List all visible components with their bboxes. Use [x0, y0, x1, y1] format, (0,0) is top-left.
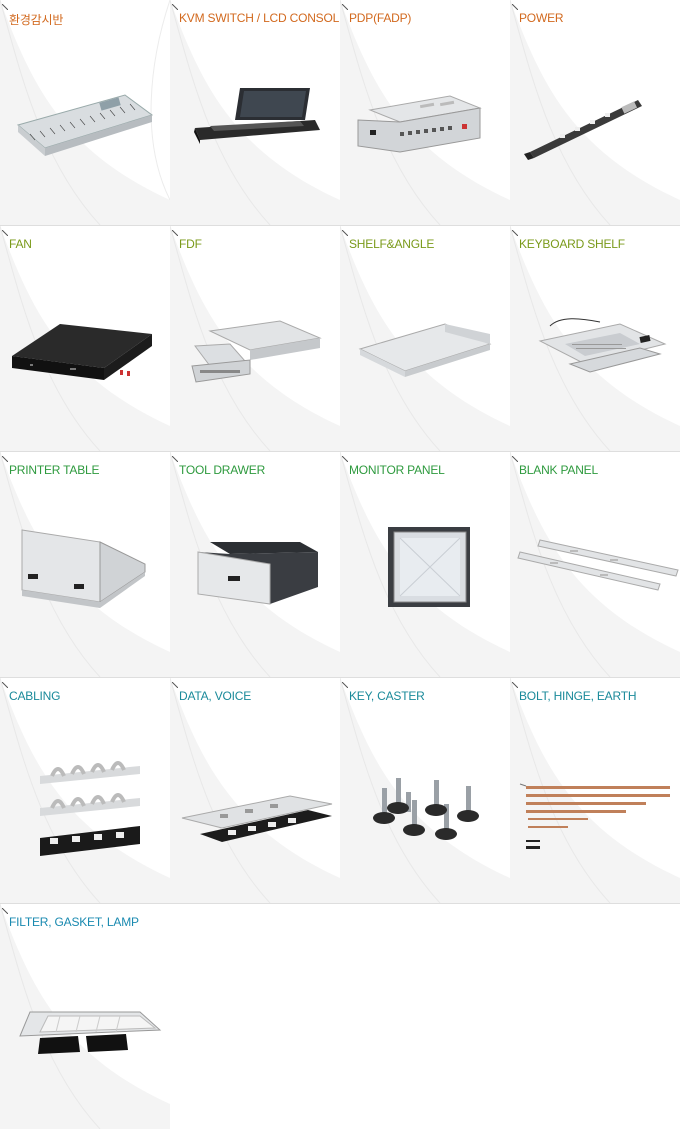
- product-card-fdf[interactable]: FDF: [170, 226, 340, 451]
- product-title: FAN: [9, 237, 32, 251]
- tool-drawer-icon: [197, 542, 318, 605]
- product-title: KEYBOARD SHELF: [519, 237, 625, 251]
- corner-tick-icon: [342, 682, 348, 688]
- card-background: [510, 452, 680, 677]
- printer-table-icon: [21, 529, 146, 608]
- product-card-key-caster[interactable]: KEY, CASTER: [340, 678, 510, 903]
- card-background: [340, 452, 510, 677]
- product-card-keyboard-shelf[interactable]: KEYBOARD SHELF: [510, 226, 680, 451]
- pdp-unit-icon: [357, 95, 482, 153]
- product-card-pdp[interactable]: PDP(FADP): [340, 0, 510, 225]
- corner-tick-icon: [172, 682, 178, 688]
- product-title: POWER: [519, 11, 564, 25]
- corner-tick-icon: [172, 456, 178, 462]
- corner-tick-icon: [512, 230, 518, 236]
- card-background: [170, 678, 340, 903]
- environment-monitor-icon: [16, 94, 154, 156]
- card-background: [170, 226, 340, 451]
- product-title: SHELF&ANGLE: [349, 237, 435, 251]
- product-title: MONITOR PANEL: [349, 463, 445, 477]
- product-row: FILTER, GASKET, LAMP: [0, 904, 680, 1130]
- product-row: 환경감시반 KVM SWITCH / LCD CONSOLE: [0, 0, 680, 226]
- corner-tick-icon: [2, 230, 8, 236]
- product-title: DATA, VOICE: [179, 689, 252, 703]
- product-card-shelf-angle[interactable]: SHELF&ANGLE: [340, 226, 510, 451]
- shelf-icon: [358, 323, 492, 377]
- product-title: FDF: [179, 237, 202, 251]
- product-row: FAN FDF SHELF&ANGLE: [0, 226, 680, 452]
- product-row: PRINTER TABLE TOOL DRAWER MONITOR PANEL: [0, 452, 680, 678]
- product-row: CABLING DATA, VOICE KE: [0, 678, 680, 904]
- keyboard-shelf-icon: [538, 318, 667, 373]
- card-background: [340, 226, 510, 451]
- cabling-icon: [40, 761, 140, 856]
- corner-tick-icon: [512, 456, 518, 462]
- product-card-cabling[interactable]: CABLING: [0, 678, 170, 903]
- product-card-filter-gasket-lamp[interactable]: FILTER, GASKET, LAMP: [0, 904, 170, 1129]
- product-card-fan[interactable]: FAN: [0, 226, 170, 451]
- corner-tick-icon: [172, 4, 178, 10]
- caster-icon: [373, 778, 479, 840]
- product-card-kvm-console[interactable]: KVM SWITCH / LCD CONSOLE: [170, 0, 340, 225]
- product-title: CABLING: [9, 689, 61, 703]
- card-background: [170, 0, 340, 225]
- product-card-power[interactable]: POWER: [510, 0, 680, 225]
- product-title: KVM SWITCH / LCD CONSOLE: [179, 11, 340, 25]
- fdf-tray-icon: [191, 320, 322, 383]
- product-title: PDP(FADP): [349, 11, 412, 25]
- product-title: 환경감시반: [9, 13, 64, 27]
- corner-tick-icon: [2, 908, 8, 914]
- monitor-panel-icon: [388, 527, 470, 607]
- kvm-console-icon: [194, 88, 320, 144]
- corner-tick-icon: [342, 4, 348, 10]
- product-card-data-voice[interactable]: DATA, VOICE: [170, 678, 340, 903]
- data-voice-panel-icon: [181, 795, 333, 842]
- corner-tick-icon: [512, 682, 518, 688]
- product-title: BOLT, HINGE, EARTH: [519, 689, 637, 703]
- card-background: [340, 0, 510, 225]
- product-title: KEY, CASTER: [349, 689, 425, 703]
- product-card-environment-monitor[interactable]: 환경감시반: [0, 0, 170, 225]
- product-title: PRINTER TABLE: [9, 463, 100, 477]
- filter-gasket-icon: [19, 1011, 162, 1054]
- card-background: [510, 678, 680, 903]
- corner-tick-icon: [342, 230, 348, 236]
- card-background: [510, 0, 680, 225]
- product-title: BLANK PANEL: [519, 463, 598, 477]
- corner-tick-icon: [512, 4, 518, 10]
- card-background: [340, 678, 510, 903]
- corner-tick-icon: [172, 230, 178, 236]
- product-card-bolt-hinge-earth[interactable]: BOLT, HINGE, EARTH: [510, 678, 680, 903]
- product-card-monitor-panel[interactable]: MONITOR PANEL: [340, 452, 510, 677]
- card-background: [0, 226, 170, 451]
- product-card-tool-drawer[interactable]: TOOL DRAWER: [170, 452, 340, 677]
- corner-tick-icon: [2, 456, 8, 462]
- blank-panel-icon: [517, 539, 679, 591]
- product-title: TOOL DRAWER: [179, 463, 266, 477]
- product-card-printer-table[interactable]: PRINTER TABLE: [0, 452, 170, 677]
- bolt-hinge-icon: [519, 783, 670, 849]
- corner-tick-icon: [2, 4, 8, 10]
- product-title: FILTER, GASKET, LAMP: [9, 915, 139, 929]
- corner-tick-icon: [342, 456, 348, 462]
- power-strip-icon: [524, 100, 642, 160]
- card-background: [0, 0, 170, 225]
- corner-tick-icon: [2, 682, 8, 688]
- fan-unit-icon: [12, 324, 152, 380]
- product-card-blank-panel[interactable]: BLANK PANEL: [510, 452, 680, 677]
